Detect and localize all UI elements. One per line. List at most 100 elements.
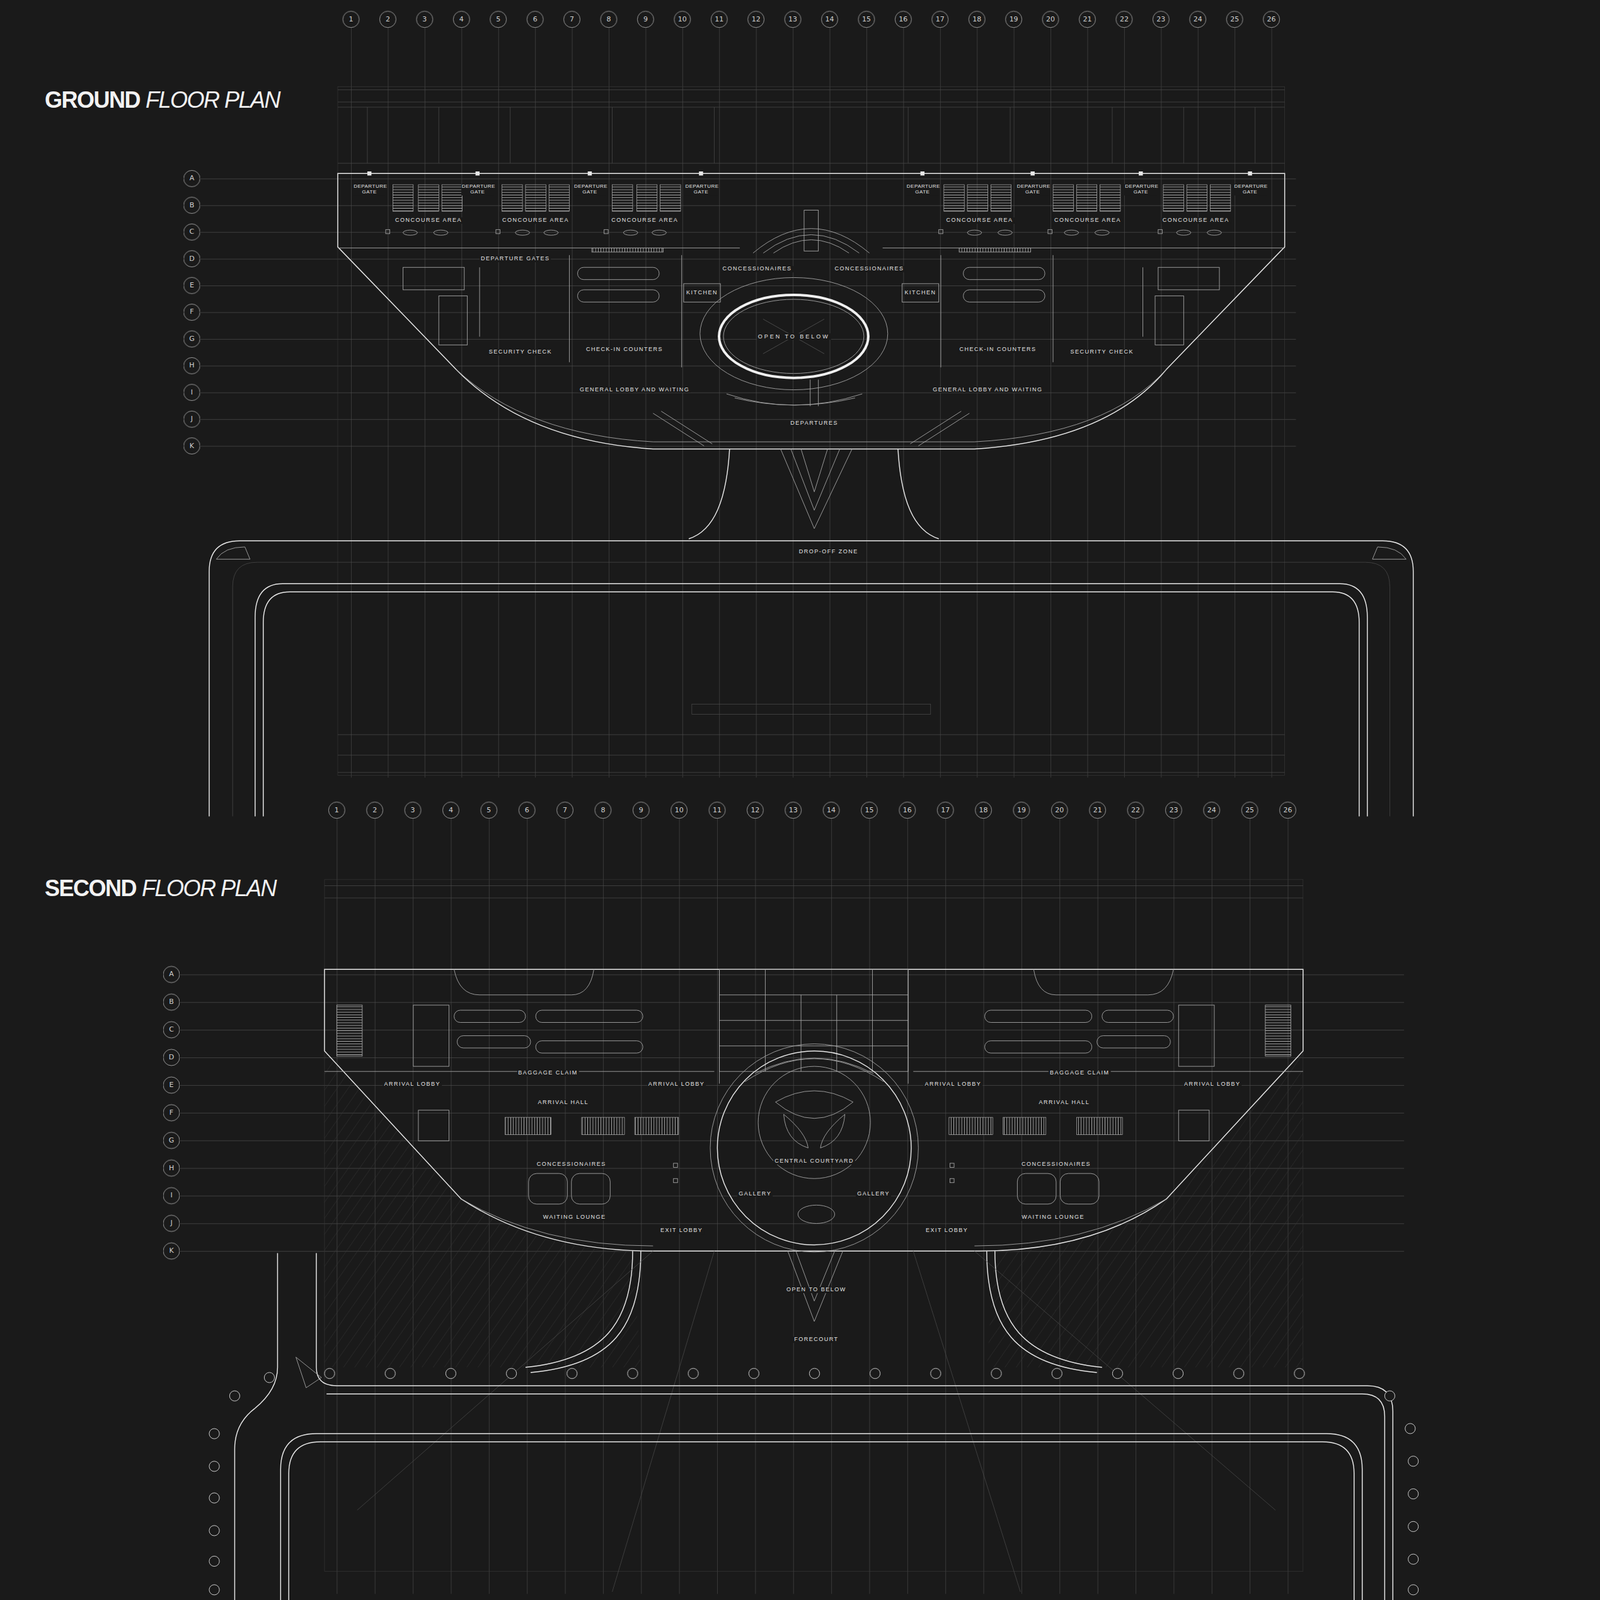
gate-marker	[1030, 171, 1035, 176]
grid-bubble-label: 25	[1230, 15, 1239, 24]
forecourt	[296, 1357, 322, 1389]
grid-bubble-label: 5	[486, 806, 491, 815]
table-symbol	[623, 230, 638, 236]
seating-block	[1209, 184, 1231, 212]
grid-bubble-label: 6	[533, 15, 538, 24]
interior-wall	[577, 289, 660, 302]
grid-bubble-label: 25	[1245, 806, 1255, 815]
table-symbol	[998, 230, 1013, 236]
grid-bubble-label: 7	[569, 15, 575, 24]
hatch-area	[324, 1051, 641, 1368]
amphitheater	[700, 277, 888, 390]
grid-bubble-label: K	[168, 1247, 174, 1255]
seating-block	[943, 184, 965, 212]
room-label: ARRIVAL LOBBY	[382, 1081, 442, 1088]
gate-label: DEPARTURE GATE	[1233, 184, 1267, 196]
column-symbol	[1405, 1423, 1416, 1434]
grid-bubble-label: C	[189, 228, 195, 236]
interior-wall	[479, 255, 1144, 368]
grid-bubble-label: B	[168, 998, 174, 1006]
plan-heading: GROUNDFLOOR PLAN	[44, 86, 280, 113]
seating-block	[441, 184, 462, 212]
table-symbol	[1158, 229, 1163, 234]
grid-bubble-label: B	[189, 201, 195, 210]
room-label: GALLERY	[855, 1191, 892, 1198]
grid-bubble-label: 12	[751, 15, 761, 24]
room-label: GENERAL LOBBY AND WAITING	[578, 386, 691, 394]
grid-bubble-label: 22	[1119, 15, 1129, 24]
grid-bubble-label: C	[168, 1025, 174, 1034]
gate-marker	[698, 171, 703, 176]
column-symbol	[209, 1555, 220, 1566]
concession-counter	[950, 1178, 955, 1183]
entry-bridge	[688, 448, 939, 539]
seating-block	[1003, 1117, 1047, 1135]
interior-wall	[418, 1110, 450, 1142]
seating-block	[949, 1117, 994, 1135]
grid-bubble-label: 19	[1017, 806, 1026, 815]
grid-bubble-label: 23	[1168, 806, 1178, 815]
amphitheater	[726, 393, 863, 406]
room-label: CONCESSIONAIRES	[535, 1161, 608, 1168]
grid-bubble-label: J	[170, 1219, 173, 1227]
grid-bubble-label: K	[189, 442, 195, 450]
escalator	[652, 411, 970, 447]
concession-counter	[673, 1163, 678, 1168]
grid-line	[199, 177, 1296, 449]
grid-bubble-label: 19	[1009, 15, 1019, 24]
table-symbol	[967, 230, 982, 236]
amphitheater	[804, 210, 819, 252]
seating-block	[1053, 184, 1074, 212]
grid-bubble-label: 20	[1054, 806, 1064, 815]
grid-bubble-label: 4	[459, 15, 464, 24]
drop-off-road	[209, 540, 1414, 817]
interior-wall	[577, 267, 660, 280]
table-symbol	[604, 229, 609, 234]
forecourt	[255, 1252, 1393, 1600]
room-label: DEPARTURES	[788, 420, 840, 427]
concession-counter	[950, 1163, 955, 1168]
building-outline	[324, 969, 1304, 1251]
gate-label: DEPARTURE GATE	[352, 184, 386, 196]
room-label: ARRIVAL LOBBY	[1182, 1081, 1243, 1088]
interior-wall	[403, 267, 465, 290]
interior-wall	[403, 247, 1220, 367]
concession-counter	[1059, 1173, 1100, 1205]
forecourt	[986, 1250, 1103, 1373]
grid-bubble-label: 17	[940, 806, 950, 815]
amphitheater	[810, 379, 819, 406]
room-label: WAITING LOUNGE	[1020, 1214, 1086, 1221]
grid-bubble-label: 9	[643, 15, 648, 24]
grid-bubble-label: 1	[349, 15, 354, 24]
interior-wall	[1155, 296, 1184, 346]
grid-bubble-label: 21	[1082, 15, 1092, 24]
gate-label: DEPARTURE GATE	[1016, 184, 1050, 196]
interior-wall	[1178, 1110, 1210, 1142]
baggage-belt	[456, 1035, 531, 1048]
drop-off-road	[216, 546, 1406, 559]
table-symbol	[938, 229, 943, 234]
column-symbol	[209, 1525, 220, 1536]
room-label: CONCESSIONAIRES	[1020, 1161, 1093, 1168]
baggage-belt	[454, 1010, 1175, 1054]
grid-bubble-label: 14	[826, 806, 836, 815]
seating-block	[634, 1117, 679, 1135]
grid-bubble-label: 14	[825, 15, 835, 24]
dimension-line	[337, 86, 1285, 776]
interior-wall	[438, 296, 467, 346]
seating-block	[1076, 1117, 1123, 1135]
grid-bubble-label: 20	[1046, 15, 1055, 24]
room-label: FORECOURT	[792, 1336, 840, 1343]
grid-bubble-label: 26	[1267, 15, 1277, 24]
grid-bubble-label: 16	[898, 15, 908, 24]
drop-off-road	[263, 591, 1360, 817]
baggage-belt	[1097, 1035, 1171, 1048]
grid-bubble-label: H	[189, 361, 195, 370]
grid-bubble-label: A	[189, 174, 195, 183]
grid-bubble-label: F	[189, 308, 194, 316]
baggage-belt	[984, 1010, 1093, 1023]
drop-off-road	[232, 562, 1390, 817]
drop-off-road	[209, 540, 1414, 817]
concession-counter	[571, 1173, 611, 1205]
grid-bubble-label: 22	[1131, 806, 1140, 815]
